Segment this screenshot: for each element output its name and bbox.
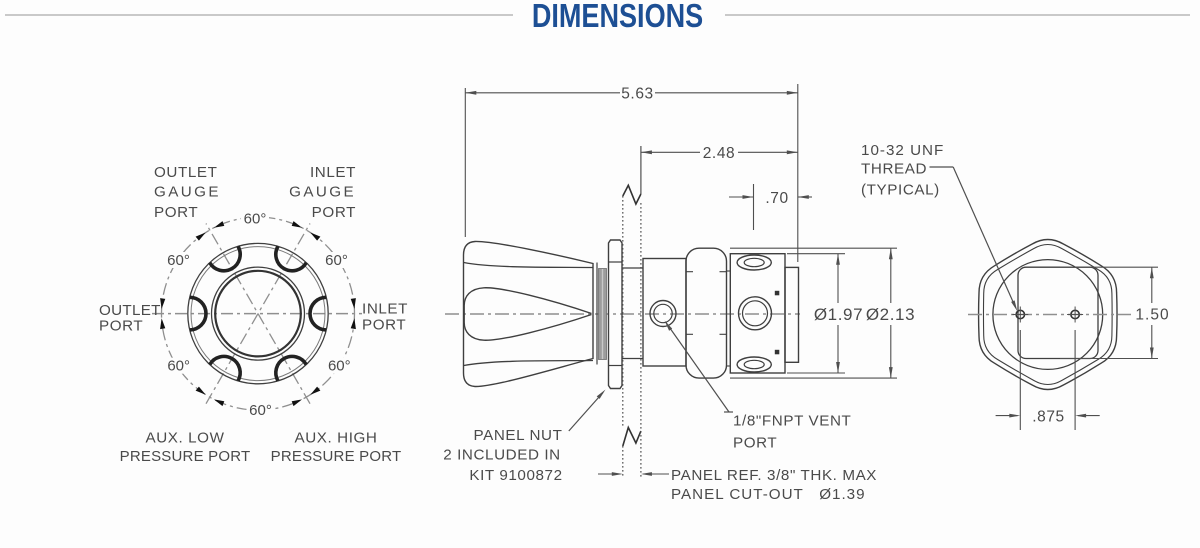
svg-text:(TYPICAL): (TYPICAL) — [861, 182, 940, 199]
svg-text:60°: 60° — [325, 252, 348, 269]
svg-text:INLET: INLET — [310, 164, 356, 181]
svg-text:GAUGE: GAUGE — [289, 184, 356, 201]
svg-text:PANEL REF. 3/8" THK. MAX: PANEL REF. 3/8" THK. MAX — [671, 467, 877, 484]
svg-text:Ø1.97: Ø1.97 — [814, 305, 863, 324]
svg-text:INLET: INLET — [362, 301, 408, 318]
svg-text:60°: 60° — [167, 252, 190, 269]
svg-text:PORT: PORT — [312, 204, 356, 221]
svg-text:.875: .875 — [1032, 409, 1065, 426]
svg-text:PORT: PORT — [99, 318, 143, 335]
svg-text:60°: 60° — [244, 211, 267, 228]
svg-text:AUX. LOW: AUX. LOW — [145, 430, 224, 447]
svg-text:PRESSURE PORT: PRESSURE PORT — [271, 448, 402, 465]
svg-text:2.48: 2.48 — [703, 145, 736, 162]
svg-text:5.63: 5.63 — [621, 86, 654, 103]
svg-text:PANEL NUT: PANEL NUT — [474, 427, 563, 444]
svg-text:10-32 UNF: 10-32 UNF — [861, 142, 944, 159]
svg-text:KIT 9100872: KIT 9100872 — [469, 467, 562, 484]
svg-text:PORT: PORT — [154, 204, 198, 221]
svg-text:60°: 60° — [167, 358, 190, 375]
svg-text:2 INCLUDED IN: 2 INCLUDED IN — [443, 447, 561, 464]
svg-text:GAUGE: GAUGE — [154, 184, 221, 201]
svg-text:THREAD: THREAD — [861, 161, 927, 178]
svg-text:.70: .70 — [765, 190, 788, 207]
svg-text:PRESSURE PORT: PRESSURE PORT — [120, 448, 251, 465]
svg-text:AUX. HIGH: AUX. HIGH — [294, 430, 377, 447]
svg-text:PORT: PORT — [733, 435, 777, 452]
svg-text:60°: 60° — [328, 358, 351, 375]
svg-text:OUTLET: OUTLET — [154, 164, 218, 181]
svg-text:PORT: PORT — [362, 317, 406, 334]
svg-text:60°: 60° — [249, 402, 272, 419]
svg-text:OUTLET: OUTLET — [99, 302, 161, 319]
svg-text:PANEL CUT-OUT Ø1.39: PANEL CUT-OUT Ø1.39 — [671, 486, 866, 503]
svg-text:1.50: 1.50 — [1135, 307, 1169, 324]
svg-text:1/8"FNPT VENT: 1/8"FNPT VENT — [733, 413, 851, 430]
svg-text:Ø2.13: Ø2.13 — [866, 305, 915, 324]
